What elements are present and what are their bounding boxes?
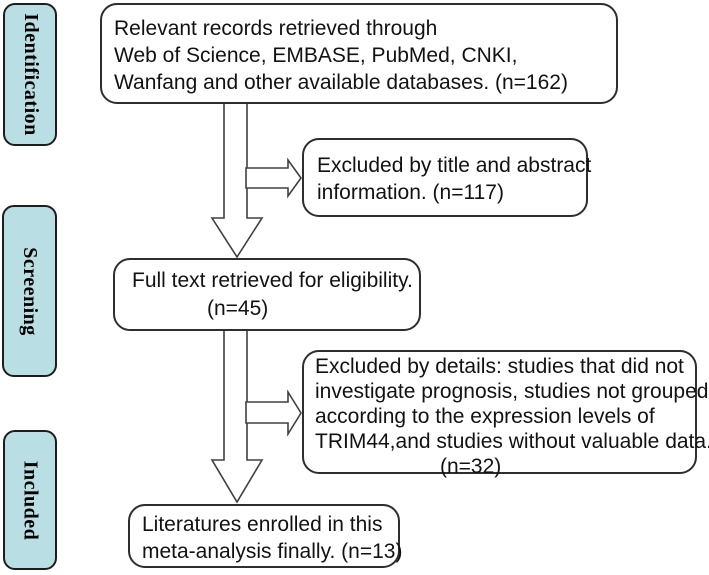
text-line: Excluded by details: studies that did no… <box>315 355 684 378</box>
text-line: investigate prognosis, studies not group… <box>315 380 709 403</box>
flow-box-excluded-details: Excluded by details: studies that did no… <box>302 350 709 478</box>
text-line: Relevant records retrieved through <box>114 17 438 40</box>
flow-box-records-retrieved: Relevant records retrieved through Web o… <box>100 3 618 104</box>
right-arrow-to-excluded-title-icon <box>245 157 302 199</box>
text-line: TRIM44,and studies without valuable data… <box>315 430 709 453</box>
stage-label-screening: Screening <box>19 246 42 336</box>
text-line: Full text retrieved for eligibility. <box>132 269 413 292</box>
stage-box-included: Included <box>3 430 57 570</box>
text-line: according to the expression levels of <box>315 405 655 428</box>
stage-label-included: Included <box>19 460 42 540</box>
text-line: Excluded by title and abstract <box>317 154 592 177</box>
text-line: Literatures enrolled in this <box>142 513 383 536</box>
text-line: Wanfang and other available databases. (… <box>114 71 568 94</box>
flow-box-excluded-title-abstract: Excluded by title and abstract informati… <box>302 138 592 217</box>
stage-box-identification: Identification <box>3 3 57 146</box>
text-line: (n=45) <box>207 297 269 320</box>
text-line: (n=32) <box>440 455 502 478</box>
flow-box-full-text-eligibility: Full text retrieved for eligibility. (n=… <box>113 258 421 331</box>
stage-label-identification: Identification <box>19 13 42 136</box>
right-arrow-to-excluded-details-icon <box>245 389 302 437</box>
down-arrow-identification-to-screening <box>210 102 264 259</box>
stage-box-screening: Screening <box>2 205 57 377</box>
text-line: Web of Science, EMBASE, PubMed, CNKI, <box>114 44 518 67</box>
flow-box-literatures-enrolled: Literatures enrolled in this meta-analys… <box>128 504 403 568</box>
down-arrow-screening-to-included <box>210 329 264 504</box>
text-line: information. (n=117) <box>317 181 504 204</box>
text-line: meta-analysis finally. (n=13) <box>142 540 403 563</box>
